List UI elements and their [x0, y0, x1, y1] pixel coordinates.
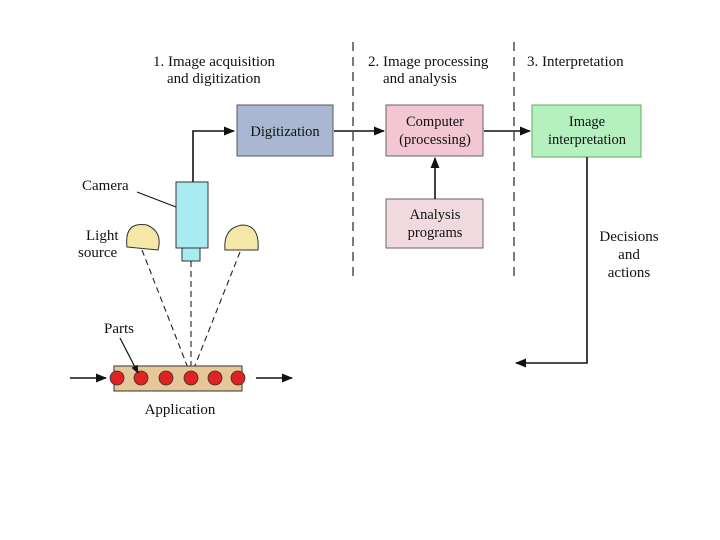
camera-label: Camera — [82, 178, 129, 194]
part-4 — [183, 370, 199, 386]
conveyor-belt — [113, 365, 243, 392]
camera-body — [175, 181, 209, 249]
stage-2-title-line2: and analysis — [383, 71, 457, 87]
decisions-feedback-arrow — [514, 157, 588, 368]
part-5 — [207, 370, 223, 386]
analysis-label-line2: programs — [408, 225, 463, 241]
camera-pointer — [136, 191, 177, 208]
computer-box — [385, 104, 484, 157]
light-source-label-line1: Light — [86, 228, 119, 244]
decisions-label-line3: actions — [608, 265, 651, 281]
parts-pointer-arrow — [119, 337, 139, 374]
camera-to-digitization-arrow — [192, 126, 236, 182]
interpretation-box — [531, 104, 642, 158]
digitization-label: Digitization — [250, 124, 320, 140]
part-2 — [133, 370, 149, 386]
digitization-box — [236, 104, 334, 157]
light-source-left-icon — [126, 223, 160, 251]
decisions-label-line2: and — [618, 247, 640, 263]
interpretation-label-line1: Image — [569, 114, 605, 130]
stage-3-title-line1: 3. Interpretation — [527, 54, 624, 70]
decisions-label-line1: Decisions — [599, 229, 658, 245]
part-6 — [230, 370, 246, 386]
light-source-label-line2: source — [78, 245, 117, 261]
part-1 — [109, 370, 125, 386]
light-ray-right — [193, 251, 241, 369]
interpretation-label-line2: interpretation — [548, 132, 627, 148]
analysis-label-line1: Analysis — [410, 207, 461, 223]
part-3 — [158, 370, 174, 386]
stage-1-title-line2: and digitization — [167, 71, 261, 87]
application-label: Application — [145, 402, 216, 418]
light-source-right-icon — [224, 224, 259, 251]
computer-label-line2: (processing) — [399, 132, 471, 148]
stage-2-title-line1: 2. Image processing — [368, 54, 489, 70]
parts-label: Parts — [104, 321, 134, 337]
light-ray-left — [141, 249, 189, 369]
analysis-programs-box — [385, 198, 484, 249]
camera-lens — [181, 247, 201, 262]
stage-1-title-line1: 1. Image acquisition — [153, 54, 276, 70]
computer-label-line1: Computer — [406, 114, 464, 130]
